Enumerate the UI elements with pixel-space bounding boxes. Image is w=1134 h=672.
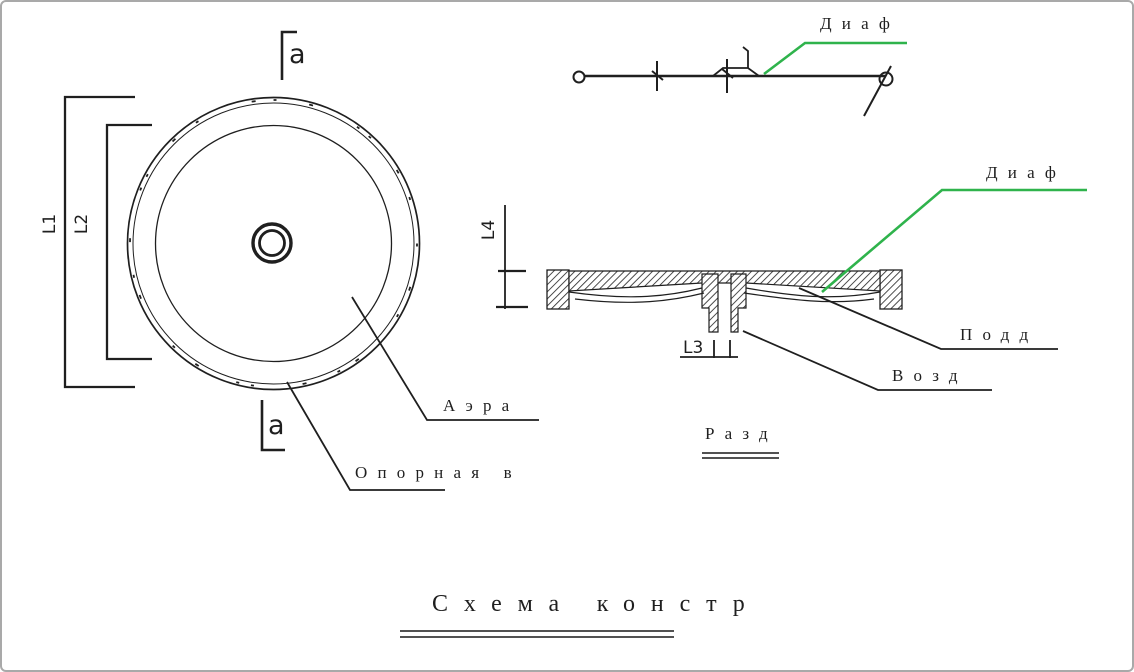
dim-L1-label: L1: [40, 214, 60, 234]
callout-support-plate-leader: [798, 287, 1058, 350]
callout-air-label: Возд: [892, 366, 968, 385]
side-view: Диаф: [572, 14, 907, 117]
dim-L2-label: L2: [72, 214, 92, 234]
callout-aerator: Аэра: [351, 296, 539, 421]
section-note: Разд: [702, 424, 779, 459]
side-view-break-mark-1: [651, 61, 664, 91]
callout-diaphragm-section-label: Диаф: [986, 163, 1066, 182]
dim-L2-bracket: [105, 123, 152, 361]
break-mark-1-lines: [651, 61, 664, 91]
drawing-title-underline: [400, 630, 674, 638]
section-marker-top-letter: a: [289, 39, 306, 70]
callout-support-plate: Подд: [798, 287, 1058, 350]
callout-diaphragm-side: Диаф: [763, 14, 907, 76]
callout-support-label: Опорная в: [355, 463, 522, 482]
side-view-slash-mark: [863, 65, 892, 117]
drawing-title-text: Схема констр: [432, 591, 761, 617]
dim-L3-ticks: [713, 340, 731, 358]
callout-air: Возд: [742, 330, 992, 391]
hub-outer-circle: [251, 222, 293, 264]
callout-support-leader: [286, 381, 445, 491]
callout-aerator-leader: [351, 296, 539, 421]
callout-support: Опорная в: [286, 381, 522, 491]
callout-aerator-label: Аэра: [443, 396, 519, 415]
side-view-flag-mark: [742, 46, 749, 68]
dim-L3: L3: [680, 338, 738, 358]
side-view-left-end-circle: [572, 70, 586, 84]
dim-L2: L2: [72, 123, 152, 361]
hub-inner-circle: [258, 229, 286, 257]
break-mark-2-lines: [721, 59, 734, 93]
membrane-line-left-1: [568, 287, 703, 298]
section-marker-top-line: [280, 30, 297, 80]
dim-L1-bracket: [63, 95, 135, 389]
membrane-line-right-2: [743, 292, 875, 303]
section-left-end-block: [546, 269, 570, 310]
rim-perforation-marks: [129, 99, 418, 388]
section-marker-bottom-letter: a: [268, 410, 285, 441]
disc-outer-circle: [126, 96, 421, 391]
membrane-line-left-2: [574, 292, 705, 303]
section-stem-left-wall: [701, 273, 719, 333]
section-note-underline: [702, 452, 779, 459]
plan-view: a a L1 L2 Аэра Опорная в: [40, 30, 539, 491]
disc-rim-inner-circle: [132, 102, 415, 385]
callout-air-leader: [742, 330, 992, 391]
callout-diaphragm-section: Диаф: [821, 163, 1087, 293]
section-note-label: Разд: [705, 424, 778, 443]
dim-L4-ticks: [496, 269, 528, 309]
dim-L1: L1: [40, 95, 135, 389]
side-view-break-mark-2: [721, 59, 734, 93]
section-marker-top: a: [280, 30, 306, 80]
section-marker-bottom-line: [260, 400, 285, 452]
callout-diaphragm-section-leader: [821, 188, 1087, 293]
drawing-title: Схема констр: [400, 591, 761, 638]
dim-L4-label: L4: [479, 220, 499, 240]
side-view-hump: [712, 67, 760, 77]
side-view-right-end-circle: [878, 71, 894, 87]
section-view: L4 L3 Диаф Подд Возд Разд: [479, 163, 1087, 459]
membrane-line-right-1: [745, 287, 881, 298]
dim-L3-label: L3: [683, 338, 703, 358]
section-marker-bottom: a: [260, 400, 285, 452]
section-right-end-block: [879, 269, 903, 310]
section-stem-right-wall: [730, 273, 747, 333]
callout-diaphragm-side-label: Диаф: [820, 14, 900, 33]
callout-diaphragm-side-leader: [763, 41, 907, 76]
membrane-edge-circle: [154, 124, 393, 363]
callout-support-plate-label: Подд: [960, 325, 1038, 344]
dim-L4: L4: [479, 205, 528, 309]
